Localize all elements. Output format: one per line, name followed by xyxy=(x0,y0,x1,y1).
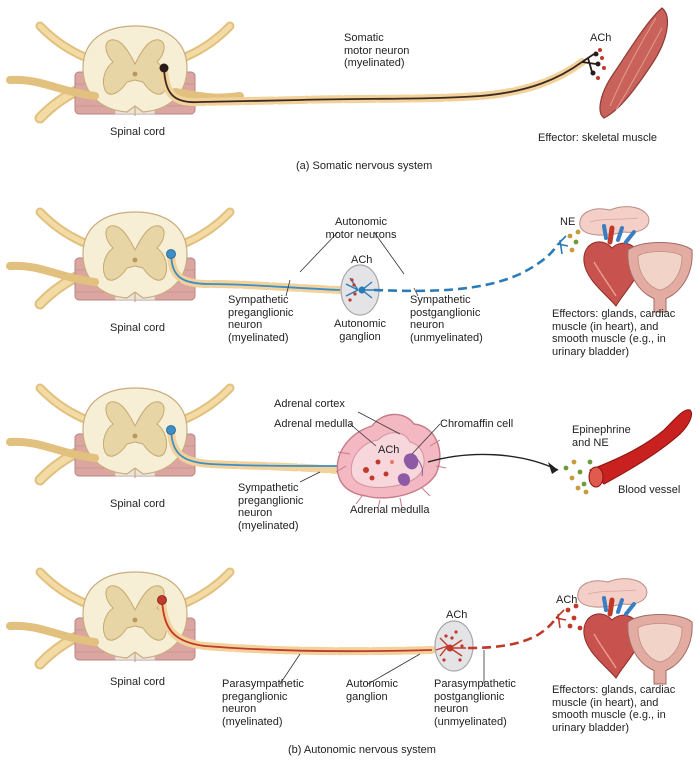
gland-b1 xyxy=(579,206,650,236)
sympathetic-preganglionic-label: Sympathetic preganglionic neuron (myelin… xyxy=(228,294,294,344)
spinal-cord-b3 xyxy=(40,572,230,664)
spinal-cord-label-b2: Spinal cord xyxy=(110,498,166,510)
panel-a-somatic xyxy=(6,7,669,119)
ach-label-b3-ganglion: ACh xyxy=(446,609,468,621)
skeletal-muscle xyxy=(599,7,669,119)
somatic-neuron-label: Somatic motor neuron (myelinated) xyxy=(344,32,410,69)
sympathetic-preganglionic-label-adrenal: Sympathetic preganglionic neuron (myelin… xyxy=(238,482,304,532)
autonomic-ganglion-label-b3: Autonomic ganglion xyxy=(346,678,398,703)
panel-b-caption: (b) Autonomic nervous system xyxy=(288,744,436,756)
epinephrine-ne-label: Epinephrine and NE xyxy=(572,424,631,449)
bladder-b3 xyxy=(627,614,693,685)
hormone-release-arrow xyxy=(427,453,559,471)
somatic-cell-body xyxy=(159,63,169,73)
effectors-label-b3: Effectors: glands, cardiac muscle (in he… xyxy=(552,684,676,734)
panel-a-caption: (a) Somatic nervous system xyxy=(296,160,433,172)
blood-vessel-label: Blood vessel xyxy=(618,484,681,496)
ach-label-b2: ACh xyxy=(378,444,400,456)
bladder-b1 xyxy=(627,242,693,313)
panel-b2-adrenal xyxy=(6,388,693,509)
spinal-cord-b1 xyxy=(40,212,230,304)
ne-label-b1: NE xyxy=(560,216,576,228)
panel-b1-sympathetic xyxy=(6,206,693,316)
sympathetic-postganglionic-axon xyxy=(373,243,560,293)
spinal-cord-label-b3: Spinal cord xyxy=(110,676,166,688)
skeletal-muscle-effector-label: Effector: skeletal muscle xyxy=(538,132,658,144)
effectors-label-b1: Effectors: glands, cardiac muscle (in he… xyxy=(552,308,676,358)
parasympathetic-postganglionic-axon xyxy=(467,617,558,650)
ach-label-a: ACh xyxy=(590,32,612,44)
ach-label-b3-effector: ACh xyxy=(556,594,578,606)
adrenal-cortex-label: Adrenal cortex xyxy=(274,398,345,410)
spinal-cord-label-a: Spinal cord xyxy=(110,126,166,138)
panel-b3-parasympathetic xyxy=(6,572,693,685)
autonomic-motor-neurons-label: Autonomic motor neurons xyxy=(325,216,397,241)
sympathetic-preganglionic-axon-adrenal xyxy=(167,426,340,474)
autonomic-ganglion-label-b1: Autonomic ganglion xyxy=(334,318,386,343)
parasympathetic-preganglionic-axon xyxy=(158,596,436,656)
adrenal-medulla-label-top: Adrenal medulla xyxy=(274,418,354,430)
blood-vessel xyxy=(589,409,693,485)
spinal-cord-label-b1: Spinal cord xyxy=(110,322,166,334)
sympathetic-postganglionic-label: Sympathetic postganglionic neuron (unmye… xyxy=(410,294,483,344)
parasympathetic-postganglionic-label: Parasympathetic postganglionic neuron (u… xyxy=(434,678,516,728)
chromaffin-cell-label: Chromaffin cell xyxy=(440,418,514,430)
adrenal-medulla-label-bottom: Adrenal medulla xyxy=(350,504,430,516)
parasympathetic-preganglionic-label: Parasympathetic preganglionic neuron (my… xyxy=(222,678,304,728)
ach-label-b1: ACh xyxy=(351,254,373,266)
